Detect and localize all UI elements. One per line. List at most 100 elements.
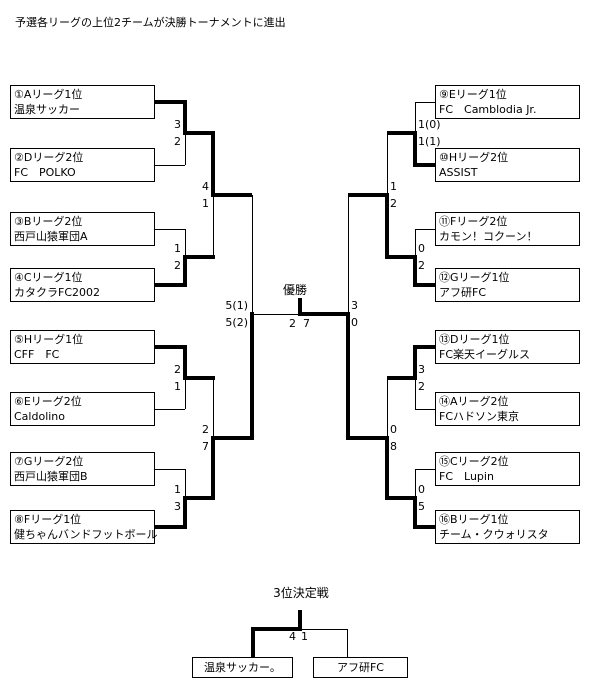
third-place-score-left: 4 <box>289 630 296 643</box>
team-box-4: ④Cリーグ1位カタクラFC2002 <box>10 268 155 302</box>
bracket-line <box>213 193 252 197</box>
team-seed: ①Aリーグ1位 <box>14 88 83 101</box>
team-name: Caldolino <box>14 410 66 423</box>
bracket-line <box>155 469 185 470</box>
team-seed: ⑦Gリーグ2位 <box>14 455 84 468</box>
bracket-line <box>213 195 214 257</box>
team-name: カモン！コクーン！ <box>439 230 538 243</box>
bracket-line <box>415 525 435 529</box>
bracket-line <box>183 255 187 287</box>
bracket-line <box>155 525 185 529</box>
bracket-line <box>415 102 416 133</box>
bracket-line <box>211 436 215 498</box>
third-place-stub <box>298 610 302 629</box>
team-name: ASSIST <box>439 166 478 179</box>
bracket-line <box>387 376 417 380</box>
bracket-line <box>346 312 350 440</box>
bracket-line <box>213 436 252 440</box>
bracket-line <box>183 496 187 529</box>
team-box-3: ③Bリーグ2位西戸山猿軍団A <box>10 212 155 246</box>
team-name: FC Lupin <box>439 470 494 483</box>
score: 1 <box>390 180 397 193</box>
bracket-line <box>415 409 435 410</box>
bracket-line <box>213 378 214 438</box>
bracket-line <box>185 376 215 380</box>
bracket-line <box>183 100 187 135</box>
score: 0 <box>390 423 397 436</box>
team-box-7: ⑦Gリーグ2位西戸山猿軍団B <box>10 452 155 486</box>
score: 2 <box>174 259 181 272</box>
team-seed: ⑮Cリーグ2位 <box>439 455 509 468</box>
score: 3 <box>174 118 181 131</box>
score: 7 <box>202 440 209 453</box>
team-seed: ③Bリーグ2位 <box>14 215 83 228</box>
champion-label: 優勝 <box>282 283 307 297</box>
champion-stub <box>298 298 302 314</box>
team-name: FC POLKO <box>14 166 76 179</box>
final-line <box>252 314 300 315</box>
third-place-score-right: 1 <box>301 630 308 643</box>
team-box-14: ⑭Aリーグ2位 FCハドソン東京 <box>435 392 580 426</box>
score: 2 <box>174 363 181 376</box>
team-box-6: ⑥Eリーグ2位 Caldolino <box>10 392 155 426</box>
score: 1(0) <box>418 118 441 131</box>
bracket-line <box>415 345 435 349</box>
bracket-line <box>348 195 349 314</box>
score: 2 <box>390 197 397 210</box>
bracket-line <box>185 255 215 259</box>
bracket-line <box>185 469 186 498</box>
team-box-2: ②Dリーグ2位 FC POLKO <box>10 148 155 182</box>
bracket-line <box>387 133 388 195</box>
team-name: FCハドソン東京 <box>439 410 520 423</box>
team-seed: ⑭Aリーグ2位 <box>439 395 509 408</box>
bracket-line <box>415 469 416 498</box>
score: 3 <box>418 363 425 376</box>
bracket-line <box>415 163 435 167</box>
bracket-line <box>211 131 215 197</box>
team-name: 西戸山猿軍団B <box>14 470 88 483</box>
team-name: CFF FC <box>14 348 60 361</box>
score: 2 <box>174 135 181 148</box>
score: 0 <box>351 316 358 329</box>
team-seed: ⑧Fリーグ1位 <box>14 513 82 526</box>
team-seed: ⑬Dリーグ1位 <box>439 333 510 346</box>
bracket-line <box>387 255 417 259</box>
bracket-line <box>415 102 435 103</box>
bracket-line <box>250 312 254 440</box>
third-place-line <box>251 627 255 657</box>
bracket-line <box>415 469 435 470</box>
bracket-line <box>155 100 185 104</box>
team-seed: ②Dリーグ2位 <box>14 151 84 164</box>
bracket-line <box>185 378 186 409</box>
bracket-line <box>413 255 417 287</box>
bracket-line <box>387 131 417 135</box>
team-seed: ④Cリーグ1位 <box>14 271 83 284</box>
score: 1(1) <box>418 135 441 148</box>
score: 1 <box>174 242 181 255</box>
final-score-right: 7 <box>303 317 310 330</box>
bracket-line <box>185 131 215 135</box>
team-box-15: ⑮Cリーグ2位 FC Lupin <box>435 452 580 486</box>
score: 5 <box>418 500 425 513</box>
third-place-team-right: アフ研FC <box>313 657 408 678</box>
team-box-12: ⑫Gリーグ1位アフ研FC <box>435 268 580 302</box>
bracket-line <box>413 131 417 167</box>
team-box-8: ⑧Fリーグ1位健ちゃんバンドフットボール <box>10 510 158 544</box>
score: 2 <box>202 423 209 436</box>
tournament-note: 予選各リーグの上位2チームが決勝トーナメントに進出 <box>15 16 286 29</box>
bracket-line <box>155 165 185 166</box>
bracket-line <box>348 193 389 197</box>
team-seed: ⑥Eリーグ2位 <box>14 395 82 408</box>
bracket-line <box>185 496 215 500</box>
team-box-16: ⑯Bリーグ1位チーム・クウォリスタ <box>435 510 580 544</box>
bracket-line <box>155 283 185 287</box>
score: 5(1) <box>225 299 248 312</box>
third-place-line <box>251 627 302 631</box>
final-line <box>298 312 350 316</box>
third-place-team-left: 温泉サッカー。 <box>192 657 293 678</box>
